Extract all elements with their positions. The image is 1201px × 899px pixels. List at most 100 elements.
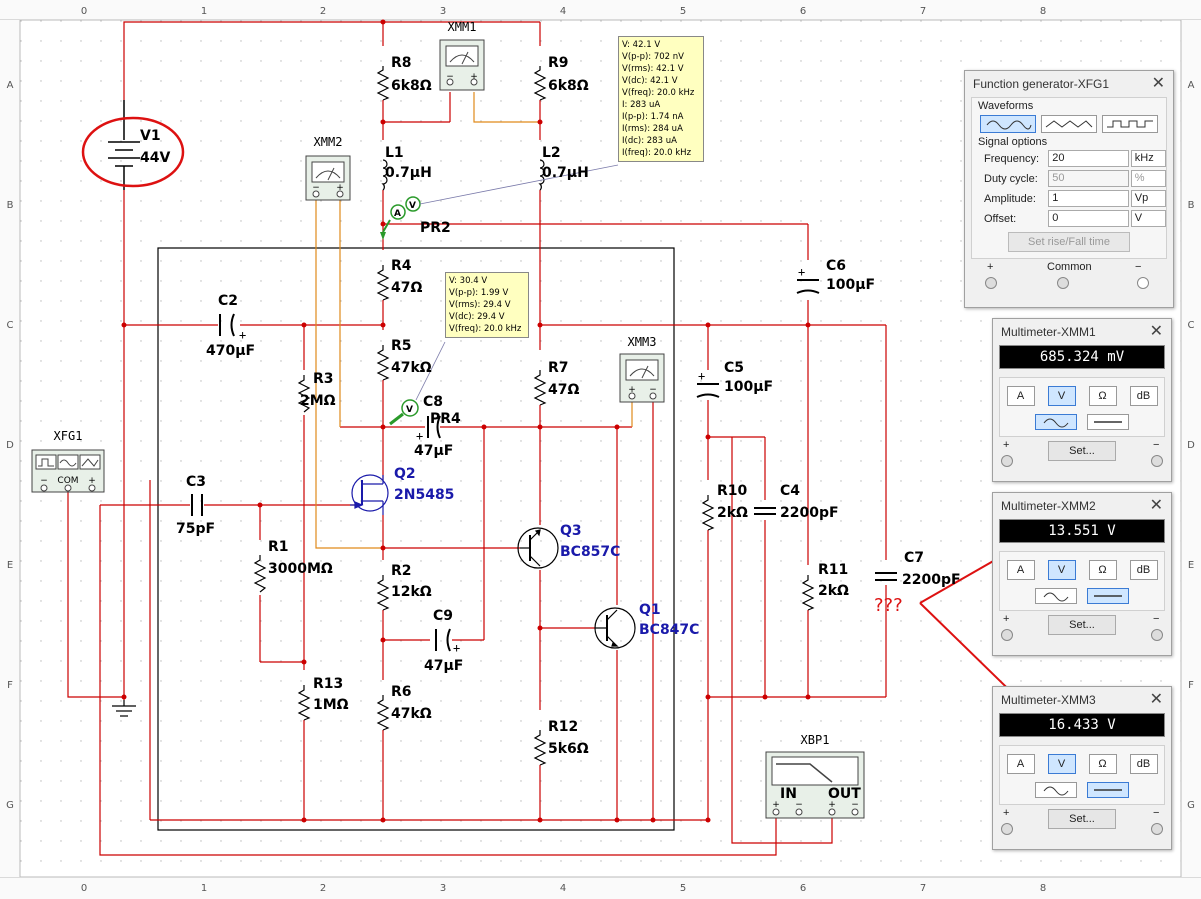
set-rise-fall-button[interactable]: Set rise/Fall time (1008, 232, 1130, 252)
component-label-r11: R11 (818, 562, 848, 578)
voltmeter-mode-button[interactable]: V (1047, 386, 1076, 406)
probe-PR2[interactable]: A V (380, 164, 619, 240)
probe-readout-line: I(freq): 20.0 kHz (622, 148, 692, 158)
ac-mode-button[interactable] (1035, 588, 1077, 604)
function-generator-window[interactable]: Function generator-XFG1 ✕ Waveforms Sign… (964, 70, 1174, 308)
capacitor-C4 (754, 507, 776, 515)
component-value-c9: 47µF (424, 658, 463, 674)
amplitude-input[interactable]: 1 (1048, 190, 1129, 207)
transistor-Q2[interactable] (350, 474, 389, 515)
voltmeter-mode-button[interactable]: V (1047, 754, 1076, 774)
signal-options-label: Signal options (978, 136, 1048, 148)
capacitor-C9 (435, 628, 451, 652)
bottom-ruler (0, 876, 1201, 899)
dc-mode-button[interactable] (1087, 414, 1129, 430)
ohmmeter-mode-button[interactable]: Ω (1088, 560, 1117, 580)
transistor-Q3[interactable] (517, 527, 559, 569)
duty-cycle-unit: % (1130, 170, 1166, 187)
function-generator-titlebar[interactable]: Function generator-XFG1 ✕ (965, 71, 1173, 97)
highlight-ellipse (81, 116, 185, 188)
close-icon[interactable]: ✕ (1151, 75, 1165, 92)
multimeter-titlebar[interactable]: Multimeter-XMM2 ✕ (993, 493, 1171, 519)
capacitor-C5 (696, 383, 720, 398)
voltmeter-mode-button[interactable]: V (1047, 560, 1076, 580)
ohmmeter-mode-button[interactable]: Ω (1088, 386, 1117, 406)
component-label-r6: R6 (391, 684, 412, 700)
instrument-XMM3[interactable] (619, 353, 665, 403)
ac-mode-button[interactable] (1035, 782, 1077, 798)
duty-cycle-input[interactable]: 50 (1048, 170, 1129, 187)
instrument-xbp1-out-label: OUT (828, 786, 861, 802)
component-label-l1: L1 (385, 145, 404, 161)
multimeter-xmm3-window[interactable]: Multimeter-XMM3 ✕ 16.433 V A V Ω dB + − … (992, 686, 1172, 850)
minus-terminal[interactable] (1151, 455, 1163, 467)
multimeter-set-button[interactable]: Set... (1048, 615, 1116, 635)
probe-label-pr2: PR2 (420, 220, 451, 236)
ruler-column-label: 1 (201, 6, 207, 17)
frequency-input[interactable]: 20 (1048, 150, 1129, 167)
instrument-XMM1[interactable] (439, 39, 485, 91)
triangle-wave-button[interactable] (1040, 115, 1097, 133)
transistor-Q1[interactable] (594, 607, 636, 649)
capacitor-C8 (427, 415, 441, 439)
inductor-L2 (538, 159, 545, 191)
plus-terminal[interactable] (1001, 455, 1013, 467)
minus-terminal[interactable] (1137, 277, 1149, 289)
ammeter-mode-button[interactable]: A (1006, 386, 1035, 406)
sine-wave-button[interactable] (980, 115, 1037, 133)
common-terminal[interactable] (1057, 277, 1069, 289)
sine-wave-icon (986, 120, 1032, 130)
offset-unit-select[interactable]: V (1130, 210, 1166, 227)
dc-mode-button[interactable] (1087, 588, 1129, 604)
ruler-column-label: 8 (1040, 6, 1046, 17)
resistor-R1 (253, 555, 267, 593)
plus-terminal[interactable] (985, 277, 997, 289)
component-value-r3: 2MΩ (300, 393, 336, 409)
plus-terminal[interactable] (1001, 823, 1013, 835)
plus-terminal-label: + (1003, 439, 1010, 451)
multimeter-set-button[interactable]: Set... (1048, 809, 1116, 829)
multimeter-titlebar[interactable]: Multimeter-XMM3 ✕ (993, 687, 1171, 713)
component-value-q3: BC857C (560, 544, 620, 560)
amplitude-unit-select[interactable]: Vp (1130, 190, 1166, 207)
svg-text:+: + (239, 328, 246, 342)
multimeter-xmm2-window[interactable]: Multimeter-XMM2 ✕ 13.551 V A V Ω dB + − … (992, 492, 1172, 656)
close-icon[interactable]: ✕ (1149, 323, 1163, 340)
ac-mode-button[interactable] (1035, 414, 1077, 430)
ohmmeter-mode-button[interactable]: Ω (1088, 754, 1117, 774)
component-label-c7: C7 (904, 550, 924, 566)
dc-mode-button[interactable] (1087, 782, 1129, 798)
svg-text:+: + (416, 429, 423, 443)
probe-readout-line: V: 42.1 V (622, 40, 661, 50)
component-label-r8: R8 (391, 55, 412, 71)
close-icon[interactable]: ✕ (1149, 497, 1163, 514)
frequency-unit-select[interactable]: kHz (1130, 150, 1166, 167)
instrument-XMM2[interactable] (305, 155, 351, 201)
ruler-row-label: B (7, 200, 14, 211)
minus-terminal[interactable] (1151, 823, 1163, 835)
multimeter-set-button[interactable]: Set... (1048, 441, 1116, 461)
component-value-c8: 47µF (414, 443, 453, 459)
multimeter-titlebar[interactable]: Multimeter-XMM1 ✕ (993, 319, 1171, 345)
probe-PR4[interactable]: V (389, 341, 446, 426)
ruler-column-label: 7 (920, 6, 926, 17)
decibel-mode-button[interactable]: dB (1129, 386, 1158, 406)
decibel-mode-button[interactable]: dB (1129, 560, 1158, 580)
plus-terminal[interactable] (1001, 629, 1013, 641)
minus-terminal[interactable] (1151, 629, 1163, 641)
instrument-XBP1[interactable] (765, 751, 865, 819)
resistor-R4 (376, 265, 390, 301)
instrument-XFG1[interactable] (31, 449, 105, 493)
offset-input[interactable]: 0 (1048, 210, 1129, 227)
ammeter-mode-button[interactable]: A (1006, 754, 1035, 774)
decibel-mode-button[interactable]: dB (1129, 754, 1158, 774)
multimeter-xmm1-window[interactable]: Multimeter-XMM1 ✕ 685.324 mV A V Ω dB + … (992, 318, 1172, 482)
ruler-row-label: F (7, 680, 13, 691)
component-value-v1: 44V (140, 150, 170, 166)
ammeter-mode-button[interactable]: A (1006, 560, 1035, 580)
instrument-xbp1-in-minus: − (795, 800, 803, 810)
close-icon[interactable]: ✕ (1149, 691, 1163, 708)
component-value-l1: 0.7µH (385, 165, 432, 181)
square-wave-button[interactable] (1101, 115, 1158, 133)
